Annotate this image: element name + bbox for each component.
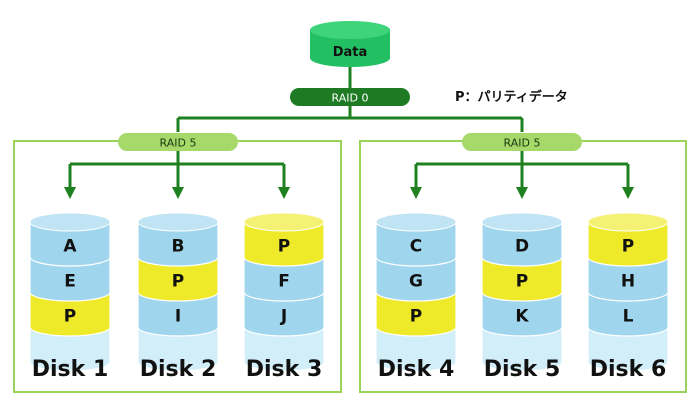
parity-block [481,256,563,302]
disk-top-cap [243,212,325,232]
raid5-pill [462,133,582,151]
block-label: I [175,307,181,327]
parity-block [137,256,219,302]
disk-6: PHL Disk 6 [587,212,669,382]
block-label: K [515,307,529,327]
parity-legend: P：パリティデータ [455,90,568,105]
block-label: G [409,272,423,292]
block-label: F [278,272,290,292]
disk-top-cap [137,212,219,232]
block-label: E [64,272,76,292]
block-label: L [623,307,634,327]
disk-top-cap [587,212,669,232]
raid0-pill [290,88,410,106]
raid5-group-left: RAID 5 [64,133,290,199]
data-block [137,291,219,337]
raid5-pill [118,133,238,151]
parity-block [29,291,111,337]
disk-4: CGP Disk 4 [375,212,457,382]
block-label: P [516,272,528,292]
disk-name: Disk 2 [140,357,217,382]
data-block [481,291,563,337]
raid5-label: RAID 5 [160,137,197,150]
disk-5: DPK Disk 5 [481,212,563,382]
data-block [137,221,219,267]
empty-block [29,326,111,372]
block-label: B [172,237,185,257]
block-label: H [621,272,635,292]
disk-name: Disk 3 [246,357,323,382]
block-label: P [172,272,184,292]
disk-top-cap [375,212,457,232]
empty-block [137,326,219,372]
block-label: P [64,307,76,327]
data-block [587,256,669,302]
data-block [375,221,457,267]
block-label: A [63,237,77,257]
empty-block [375,326,457,372]
empty-block [587,326,669,372]
disk-top-cap [29,212,111,232]
parity-block [587,221,669,267]
raid5-group-right: RAID 5 [410,133,634,199]
block-label: P [278,237,290,257]
disk-name: Disk 5 [484,357,561,382]
empty-block [481,326,563,372]
data-cylinder: Data [310,21,390,67]
data-block [587,291,669,337]
block-label: D [515,237,529,257]
data-block [29,221,111,267]
block-label: J [280,307,287,327]
block-label: P [622,237,634,257]
disk-name: Disk 6 [590,357,667,382]
disk-2: BPI Disk 2 [137,212,219,382]
parity-block [375,291,457,337]
empty-block [243,326,325,372]
disk-top-cap [481,212,563,232]
disk-1: AEP Disk 1 [29,212,111,382]
block-label: C [410,237,422,257]
data-block [243,256,325,302]
disk-3: PFJ Disk 3 [243,212,325,382]
data-block [375,256,457,302]
disk-name: Disk 1 [32,357,109,382]
data-block [481,221,563,267]
block-label: P [410,307,422,327]
disk-name: Disk 4 [378,357,455,382]
parity-block [243,221,325,267]
data-label: Data [333,45,368,60]
data-block [243,291,325,337]
raid5-label: RAID 5 [504,137,541,150]
data-block [29,256,111,302]
raid0-label: RAID 0 [332,92,369,105]
